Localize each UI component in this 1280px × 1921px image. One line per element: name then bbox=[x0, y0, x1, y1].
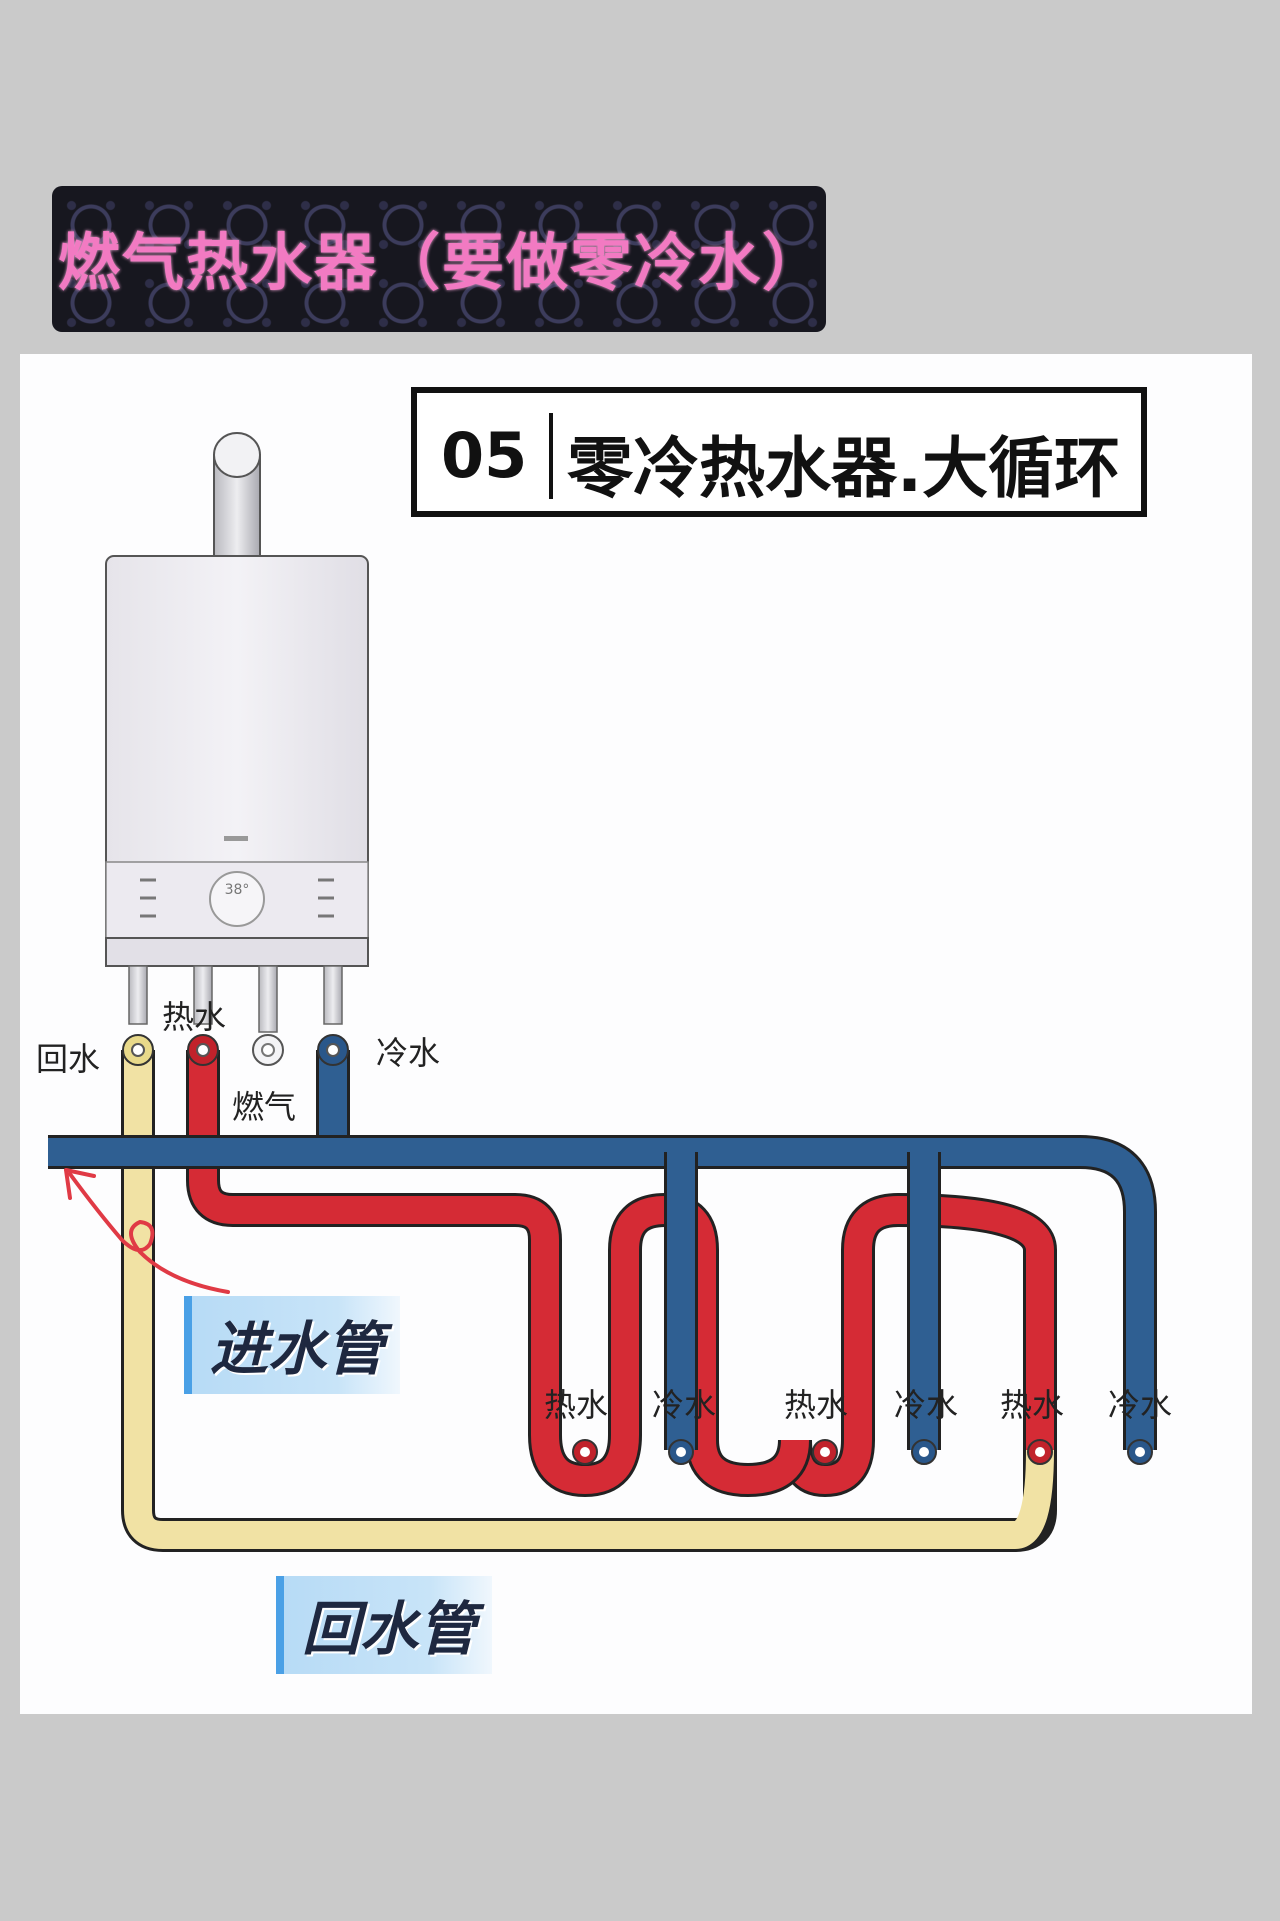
cold-water-pipe bbox=[48, 1034, 1157, 1450]
outlet-endpoints bbox=[572, 1439, 1153, 1465]
inlet-pipe-tag: 进水管 bbox=[184, 1296, 401, 1394]
banner: 燃气热水器（要做零冷水） bbox=[52, 186, 826, 332]
inlet-arrow-icon bbox=[64, 1168, 230, 1294]
heater-badge bbox=[224, 836, 248, 841]
heading-box: 05 零冷热水器.大循环 bbox=[411, 387, 1147, 517]
heater-fittings bbox=[128, 965, 343, 1033]
control-indicators-right bbox=[318, 878, 334, 918]
water-heater: 38° bbox=[105, 432, 369, 967]
gas-fitting bbox=[252, 1034, 284, 1066]
heading-number: 05 bbox=[441, 419, 528, 492]
heater-bottom bbox=[105, 937, 369, 967]
outlet-3-hot-label: 热水 bbox=[1000, 1386, 1065, 1424]
outlet-1-hot-label: 热水 bbox=[544, 1386, 609, 1424]
control-indicators-left bbox=[140, 878, 156, 918]
banner-title: 燃气热水器（要做零冷水） bbox=[58, 226, 826, 299]
temperature-display: 38° bbox=[225, 882, 250, 898]
outlet-3-cold-label: 冷水 bbox=[1108, 1386, 1173, 1424]
outlet-2-cold-label: 冷水 bbox=[894, 1386, 959, 1424]
return-pipe bbox=[121, 1034, 1057, 1552]
label-hot-water: 热水 bbox=[162, 998, 227, 1036]
temperature-dial[interactable] bbox=[209, 871, 265, 927]
outlet-1-cold-label: 冷水 bbox=[652, 1386, 717, 1424]
label-return-water: 回水 bbox=[36, 1040, 101, 1078]
label-cold-water: 冷水 bbox=[376, 1034, 441, 1072]
return-pipe-tag: 回水管 bbox=[276, 1576, 493, 1674]
heading-divider bbox=[549, 413, 553, 499]
label-gas: 燃气 bbox=[232, 1088, 297, 1126]
outlet-2-hot-label: 热水 bbox=[784, 1386, 849, 1424]
heading-text: 零冷热水器.大循环 bbox=[567, 430, 1121, 507]
flue-pipe bbox=[213, 432, 261, 558]
